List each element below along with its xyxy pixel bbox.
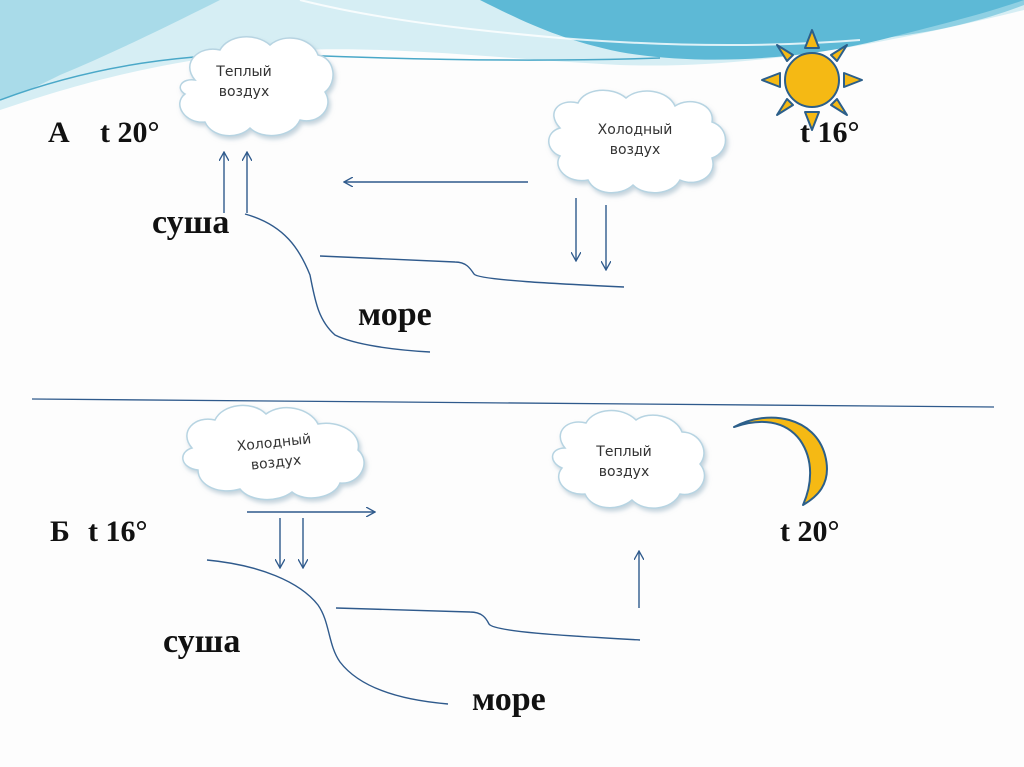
land-label-top: суша <box>152 206 229 240</box>
section-letter-b: Б <box>50 517 70 547</box>
sea-temperature-bottom: t 20° <box>780 517 840 547</box>
cloud-label-line2: воздух <box>198 82 290 102</box>
sea-surface-bottom <box>336 608 640 640</box>
cloud-label-warm-top: Теплый воздух <box>198 62 290 102</box>
cloud-label-line1: Теплый <box>578 442 670 462</box>
land-temperature-top: t 20° <box>100 118 160 148</box>
sea-temperature-top: t 16° <box>800 118 860 148</box>
land-temperature-bottom: t 16° <box>88 517 148 547</box>
cloud-label-line2: воздух <box>578 462 670 482</box>
sea-label-bottom: море <box>472 683 546 717</box>
cloud-label-line1: Теплый <box>198 62 290 82</box>
section-letter-a: А <box>48 118 70 148</box>
cloud-label-cold-top: Холодный воздух <box>575 120 695 160</box>
cloud-label-warm-bottom: Теплый воздух <box>578 442 670 482</box>
sea-surface-top <box>320 256 624 287</box>
sea-label-top: море <box>358 298 432 332</box>
header-waves <box>0 0 1024 110</box>
cloud-label-line1: Холодный <box>575 120 695 140</box>
cloud-label-line2: воздух <box>575 140 695 160</box>
section-divider <box>32 399 994 407</box>
land-label-bottom: суша <box>163 625 240 659</box>
sun-icon <box>762 30 862 130</box>
moon-icon <box>734 418 827 505</box>
coastline-bottom <box>207 560 448 704</box>
